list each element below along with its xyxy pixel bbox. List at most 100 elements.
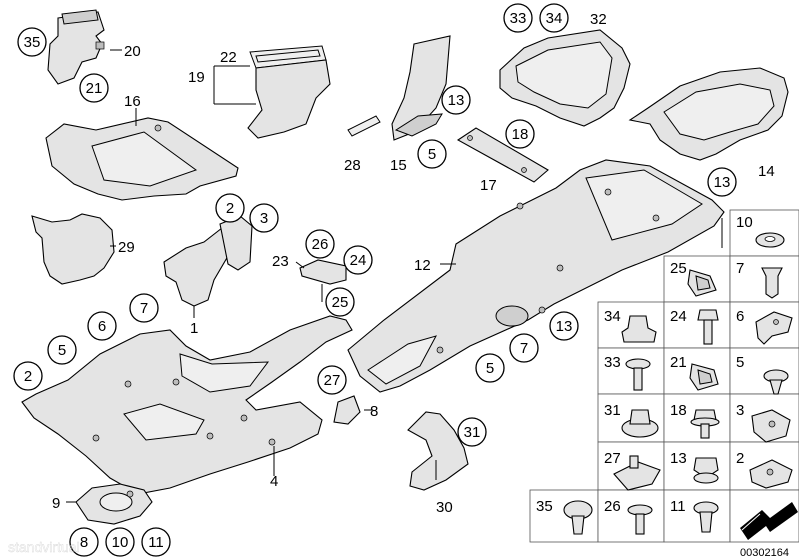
svg-text:19: 19 [188, 69, 205, 86]
callout-7-left: 7 [129, 293, 159, 323]
svg-text:5: 5 [428, 146, 436, 163]
grid-label-2: 2 [736, 450, 744, 467]
callout-3-mid: 3 [249, 203, 279, 233]
mount-part-9 [75, 483, 153, 525]
expanding-rivet-icon [761, 267, 783, 299]
grid-label-24: 24 [670, 308, 687, 325]
callout-27-mid: 27 [317, 365, 347, 395]
svg-text:14: 14 [758, 163, 775, 180]
spring-nut-icon [689, 363, 719, 391]
svg-text:5: 5 [486, 360, 494, 377]
callout-22: 22 [220, 49, 237, 66]
callout-15: 15 [390, 157, 407, 174]
callout-12: 12 [414, 257, 431, 274]
callout-30: 30 [436, 499, 453, 516]
callout-19: 19 [188, 69, 205, 86]
plastic-clip-icon [755, 311, 793, 345]
svg-text:21: 21 [86, 80, 103, 97]
callout-28: 28 [344, 157, 361, 174]
spring-nut-icon [687, 269, 717, 297]
callout-5-left: 5 [47, 335, 77, 365]
grid-label-18: 18 [670, 402, 687, 419]
bracket-part-29 [31, 213, 115, 285]
callout-13-right: 13 [707, 167, 737, 197]
callout-21: 21 [79, 73, 109, 103]
svg-text:26: 26 [312, 236, 329, 253]
callout-6-left: 6 [87, 311, 117, 341]
direction-arrow-icon [740, 502, 798, 540]
air-duct-part-19 [247, 45, 331, 139]
underbody-panel-part-12 [347, 159, 725, 393]
callout-8: 8 [370, 403, 378, 420]
callout-2-mid: 2 [215, 193, 245, 223]
svg-text:2: 2 [24, 368, 32, 385]
grid-label-27: 27 [604, 450, 621, 467]
callout-1: 1 [190, 320, 198, 337]
plate-nut-icon [613, 455, 661, 491]
fastener-grid [529, 209, 799, 543]
svg-text:13: 13 [714, 174, 731, 191]
svg-text:11: 11 [148, 534, 164, 551]
svg-text:20: 20 [124, 43, 141, 60]
bracket-part-15 [391, 35, 451, 141]
tapping-screw-icon [763, 369, 789, 395]
svg-text:25: 25 [332, 294, 349, 311]
svg-text:35: 35 [24, 34, 41, 51]
cover-part-32 [499, 29, 631, 127]
svg-text:15: 15 [390, 157, 407, 174]
bracket-part-1 [163, 215, 253, 307]
grid-label-31: 31 [604, 402, 621, 419]
svg-text:12: 12 [414, 257, 431, 274]
flat-washer-icon [755, 232, 785, 248]
svg-text:8: 8 [80, 534, 88, 551]
push-rivet-icon [563, 500, 593, 535]
svg-text:34: 34 [546, 10, 563, 27]
bracket-part-23 [299, 259, 347, 285]
svg-text:8: 8 [370, 403, 378, 420]
svg-text:9: 9 [52, 495, 60, 512]
callout-4: 4 [270, 473, 278, 490]
grid-label-34: 34 [604, 308, 621, 325]
callout-9: 9 [52, 495, 60, 512]
callout-8-bottom: 8 [69, 527, 99, 557]
grid-label-35: 35 [536, 498, 553, 515]
callout-23: 23 [272, 253, 289, 270]
callout-32: 32 [590, 11, 607, 28]
grid-label-26: 26 [604, 498, 621, 515]
callout-13-top: 13 [441, 85, 471, 115]
svg-text:31: 31 [464, 424, 481, 441]
callout-17: 17 [480, 177, 497, 194]
svg-text:6: 6 [98, 318, 106, 335]
torx-screw-icon [693, 501, 719, 533]
callout-11-bottom: 11 [141, 527, 171, 557]
u-nut-icon [749, 459, 793, 489]
callout-13-mid: 13 [549, 311, 579, 341]
svg-text:32: 32 [590, 11, 607, 28]
grid-label-3: 3 [736, 402, 744, 419]
callout-5-top: 5 [417, 139, 447, 169]
bracket-part-8 [333, 395, 361, 425]
callout-2-left: 2 [13, 361, 43, 391]
hex-bolt-icon [697, 309, 719, 345]
svg-text:3: 3 [260, 210, 268, 227]
svg-text:7: 7 [140, 300, 148, 317]
callout-16: 16 [124, 93, 141, 110]
svg-text:13: 13 [556, 318, 573, 335]
callout-10-bottom: 10 [105, 527, 135, 557]
svg-text:28: 28 [344, 157, 361, 174]
svg-text:10: 10 [112, 534, 129, 551]
callout-5-mid: 5 [475, 353, 505, 383]
grid-label-7: 7 [736, 260, 744, 277]
svg-text:2: 2 [226, 200, 234, 217]
callout-24-mid: 24 [343, 245, 373, 275]
grid-label-10: 10 [736, 214, 753, 231]
callout-20: 20 [124, 43, 141, 60]
callout-33-top: 33 [503, 3, 533, 33]
svg-text:5: 5 [58, 342, 66, 359]
callout-31-mid: 31 [457, 417, 487, 447]
grid-label-6: 6 [736, 308, 744, 325]
callout-29: 29 [118, 239, 135, 256]
callout-35: 35 [17, 27, 47, 57]
callout-25-mid: 25 [325, 287, 355, 317]
